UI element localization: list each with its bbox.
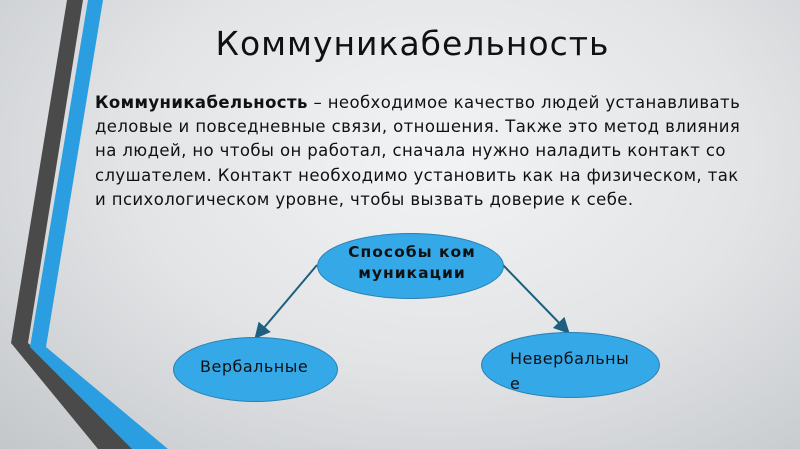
root-node-label: Способы коммуникации — [348, 243, 476, 282]
verbal-node-label: Вербальные — [200, 357, 309, 376]
nonverbal-node-label: Невербальные — [510, 349, 630, 393]
blue-band — [30, 0, 168, 449]
arrow-right — [502, 264, 570, 334]
root-node: Способы коммуникации — [317, 233, 504, 299]
slide-title: Коммуникабельность — [215, 24, 610, 63]
nonverbal-node: Невербальные — [481, 332, 660, 398]
slide-body: Коммуникабельность – необходимое качеств… — [95, 91, 755, 212]
dark-band — [11, 0, 150, 449]
term-bold: Коммуникабельность — [95, 93, 308, 112]
definition-text: – необходимое качество людей устанавлива… — [95, 93, 741, 209]
verbal-node: Вербальные — [173, 337, 338, 402]
arrow-left — [254, 264, 318, 340]
